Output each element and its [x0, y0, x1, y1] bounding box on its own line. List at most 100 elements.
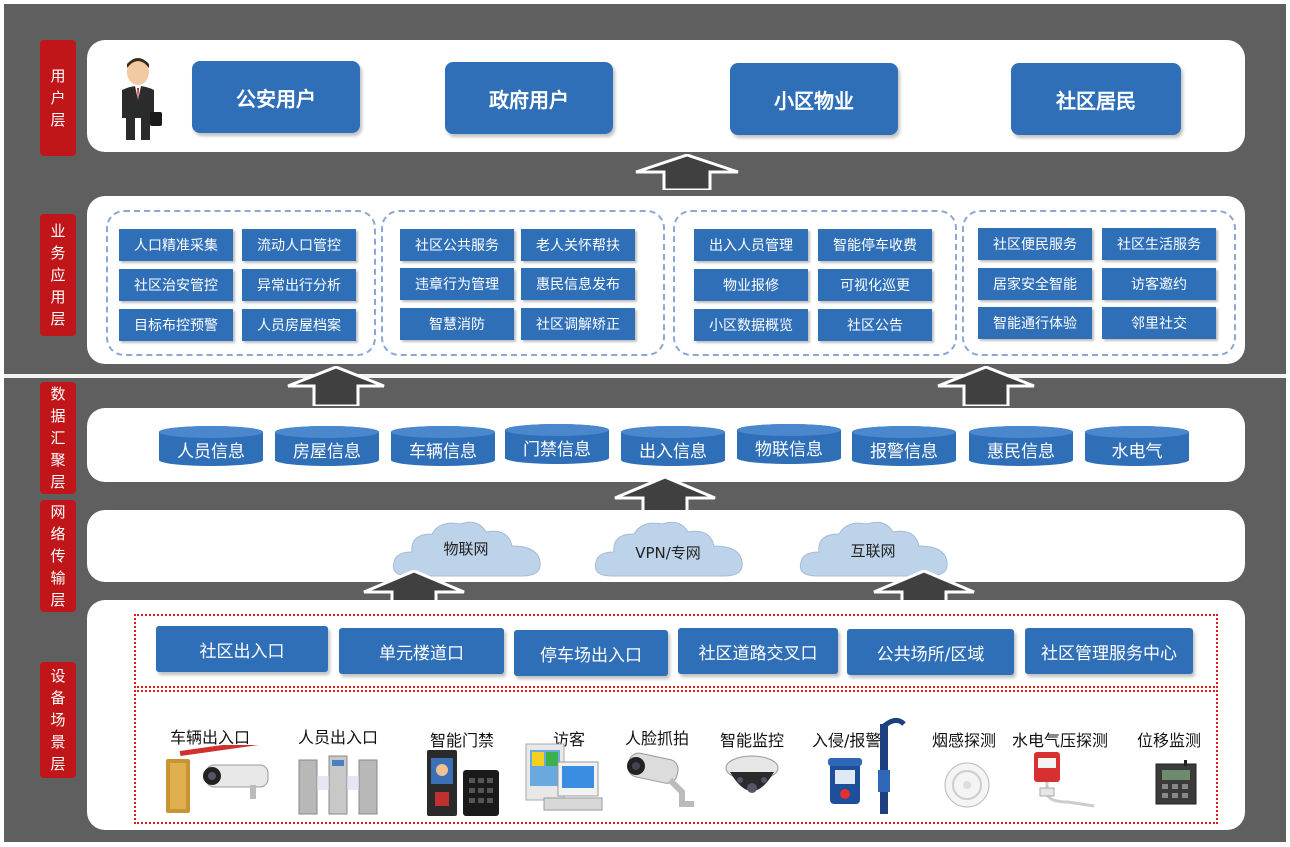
biz-item[interactable]: 违章行为管理 — [400, 268, 514, 300]
biz-item[interactable]: 人口精准采集 — [119, 229, 233, 261]
biz-item[interactable]: 智能停车收费 — [818, 229, 932, 261]
turnstile-icon — [298, 755, 378, 815]
layer-label-business: 业务应用层 — [40, 214, 76, 336]
visitor-terminal-icon — [525, 743, 603, 811]
device-label: 人员出入口 — [298, 728, 379, 747]
biz-item[interactable]: 目标布控预警 — [119, 309, 233, 341]
database-icon — [159, 426, 263, 466]
biz-item[interactable]: 异常出行分析 — [242, 269, 356, 301]
layer-divider — [4, 374, 1286, 378]
biz-item[interactable]: 可视化巡更 — [818, 269, 932, 301]
data-item-label: 惠民信息 — [987, 442, 1055, 462]
data-item-entry[interactable]: 出入信息 — [621, 426, 725, 466]
biz-item[interactable]: 社区生活服务 — [1102, 228, 1216, 260]
businessman-icon — [122, 58, 162, 140]
biz-item[interactable]: 访客邀约 — [1102, 268, 1216, 300]
data-item-vehicle[interactable]: 车辆信息 — [391, 426, 495, 466]
network-vpn[interactable]: VPN/专网 — [590, 518, 746, 580]
business-group-government — [381, 210, 665, 356]
data-item-label: 车辆信息 — [409, 442, 477, 462]
role-government[interactable]: 政府用户 — [445, 62, 613, 134]
cloud-icon — [392, 521, 541, 577]
biz-item[interactable]: 人员房屋档案 — [242, 309, 356, 341]
biz-item[interactable]: 小区数据概览 — [694, 309, 808, 341]
biz-item[interactable]: 出入人员管理 — [694, 229, 808, 261]
biz-item[interactable]: 物业报修 — [694, 269, 808, 301]
business-group-police — [106, 210, 376, 356]
layer-label-device: 设备场景层 — [40, 662, 76, 778]
biz-item[interactable]: 居家安全智能 — [978, 268, 1092, 300]
database-icon — [737, 424, 841, 464]
biz-item[interactable]: 智能通行体验 — [978, 307, 1092, 339]
device-label: 人脸抓拍 — [625, 729, 690, 748]
data-item-label: 报警信息 — [870, 442, 938, 462]
data-item-label: 门禁信息 — [523, 440, 591, 460]
data-item-alarm[interactable]: 报警信息 — [852, 426, 956, 466]
data-item-housing[interactable]: 房屋信息 — [275, 426, 379, 466]
business-group-property — [673, 210, 957, 356]
data-item-people[interactable]: 人员信息 — [159, 426, 263, 466]
business-group-resident — [962, 210, 1236, 356]
scene-public-area[interactable]: 公共场所/区域 — [847, 629, 1014, 675]
role-police[interactable]: 公安用户 — [192, 61, 360, 133]
database-icon — [852, 426, 956, 466]
bullet-camera-icon — [627, 752, 694, 807]
role-resident[interactable]: 社区居民 — [1011, 63, 1181, 135]
arrow-up-icon — [635, 154, 739, 190]
barrier-gate-icon — [166, 745, 270, 813]
scene-service-center[interactable]: 社区管理服务中心 — [1025, 628, 1193, 674]
network-label: 互联网 — [850, 542, 896, 560]
dome-camera-icon — [725, 755, 779, 793]
device-label: 入侵/报警 — [812, 731, 882, 750]
biz-item[interactable]: 流动人口管控 — [242, 229, 356, 261]
device-label: 智能门禁 — [430, 731, 495, 750]
meter-icon — [1034, 752, 1095, 808]
cloud-icon — [594, 521, 743, 577]
biz-item[interactable]: 社区便民服务 — [978, 228, 1092, 260]
device-label: 水电气压探测 — [1012, 731, 1109, 750]
network-label: VPN/专网 — [635, 544, 701, 562]
alarm-pole-icon — [828, 718, 906, 814]
scene-unit-entrance[interactable]: 单元楼道口 — [339, 628, 504, 674]
data-item-label: 物联信息 — [755, 440, 823, 460]
scene-box — [134, 614, 1218, 688]
smoke-detector-icon — [944, 762, 990, 808]
data-item-access[interactable]: 门禁信息 — [505, 424, 609, 464]
data-item-label: 出入信息 — [639, 442, 707, 462]
biz-item[interactable]: 社区公共服务 — [400, 229, 514, 261]
network-label: 物联网 — [443, 540, 489, 558]
database-icon — [1085, 426, 1189, 466]
data-item-label: 房屋信息 — [293, 442, 361, 462]
cloud-icon — [799, 521, 948, 577]
displacement-monitor-icon — [1155, 760, 1197, 805]
arrow-up-icon — [287, 366, 385, 406]
scene-road-intersection[interactable]: 社区道路交叉口 — [678, 628, 838, 674]
role-property[interactable]: 小区物业 — [730, 63, 898, 135]
network-iot[interactable]: 物联网 — [388, 518, 544, 580]
data-item-welfare[interactable]: 惠民信息 — [969, 426, 1073, 466]
data-item-label: 人员信息 — [177, 442, 245, 462]
device-label: 位移监测 — [1137, 731, 1202, 750]
device-label: 车辆出入口 — [170, 728, 251, 747]
data-item-utilities[interactable]: 水电气 — [1085, 426, 1189, 466]
data-item-iot[interactable]: 物联信息 — [737, 424, 841, 464]
biz-item[interactable]: 邻里社交 — [1102, 307, 1216, 339]
data-item-label: 水电气 — [1111, 442, 1163, 462]
biz-item[interactable]: 社区公告 — [818, 309, 932, 341]
biz-item[interactable]: 智慧消防 — [400, 308, 514, 340]
database-icon — [969, 426, 1073, 466]
biz-item[interactable]: 老人关怀帮扶 — [521, 229, 635, 261]
biz-item[interactable]: 惠民信息发布 — [521, 268, 635, 300]
scene-community-entrance[interactable]: 社区出入口 — [156, 626, 328, 672]
network-internet[interactable]: 互联网 — [795, 518, 951, 580]
device-box — [134, 690, 1218, 824]
biz-item[interactable]: 社区治安管控 — [119, 269, 233, 301]
database-icon — [391, 426, 495, 466]
database-icon — [621, 426, 725, 466]
layer-label-data: 数据汇聚层 — [40, 382, 76, 494]
database-icon — [275, 426, 379, 466]
biz-item[interactable]: 社区调解矫正 — [521, 308, 635, 340]
layer-label-user: 用户层 — [40, 40, 76, 156]
scene-parking-entrance[interactable]: 停车场出入口 — [514, 630, 668, 676]
access-panel-icon — [427, 750, 499, 816]
